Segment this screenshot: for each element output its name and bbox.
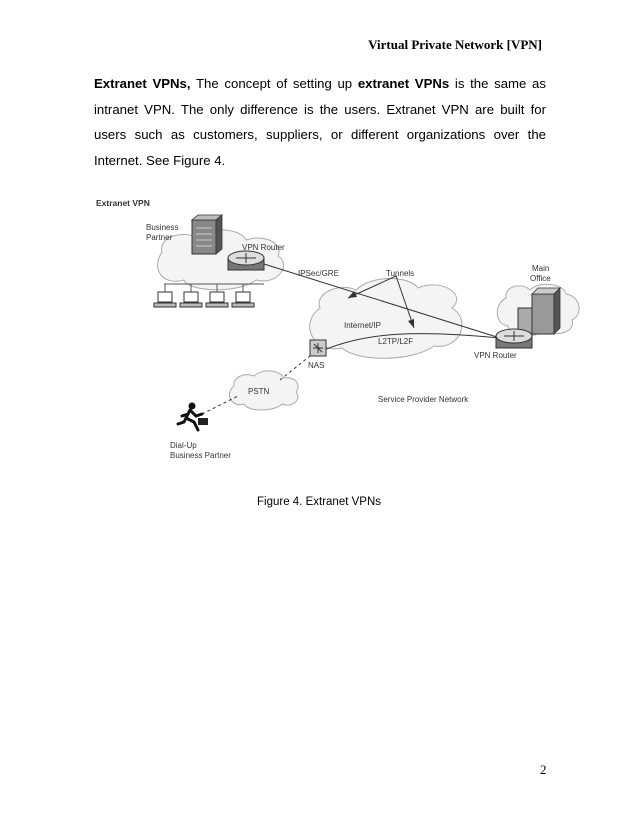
l2tp-l2f-link bbox=[323, 333, 501, 351]
building-icon bbox=[517, 287, 561, 335]
label-tunnels: Tunnels bbox=[386, 269, 414, 278]
label-main-office-2: Office bbox=[530, 274, 551, 283]
workstation-icon-4 bbox=[231, 291, 255, 308]
running-person-icon bbox=[176, 402, 208, 432]
label-service-provider-network: Service Provider Network bbox=[378, 395, 469, 404]
dialup-to-pstn-link bbox=[201, 395, 239, 415]
workstation-icon-3 bbox=[205, 291, 229, 308]
extranet-vpn-diagram: Extranet VPN Business Partner VPN Router… bbox=[96, 198, 580, 460]
tunnel-arrowhead-1 bbox=[348, 291, 357, 298]
workstation-icon-1 bbox=[153, 291, 177, 308]
label-internet-ip: Internet/IP bbox=[344, 321, 381, 330]
workstation-icon-2 bbox=[179, 291, 203, 308]
router-icon-left bbox=[227, 250, 265, 271]
label-business-partner-1: Business bbox=[146, 223, 178, 232]
running-header: Virtual Private Network [VPN] bbox=[368, 37, 542, 52]
label-pstn: PSTN bbox=[248, 387, 270, 396]
figure-caption: Figure 4. Extranet VPNs bbox=[257, 496, 381, 508]
label-main-office-1: Main bbox=[532, 264, 549, 273]
label-ipsec-gre: IPSec/GRE bbox=[298, 269, 339, 278]
label-dialup-1: Dial-Up bbox=[170, 441, 197, 450]
label-nas: NAS bbox=[308, 361, 324, 370]
page-number: 2 bbox=[540, 762, 547, 777]
tunnel-arrow-2 bbox=[395, 275, 415, 329]
nas-icon bbox=[309, 339, 327, 357]
tunnel-arrow-1 bbox=[347, 275, 397, 299]
tunnel-arrowhead-2 bbox=[408, 319, 414, 328]
paragraph-text-1: The concept of setting up bbox=[190, 76, 358, 91]
router-icon-right bbox=[495, 328, 533, 349]
label-vpn-router-right: VPN Router bbox=[474, 351, 517, 360]
pstn-cloud bbox=[229, 370, 299, 411]
ipsec-gre-link bbox=[263, 263, 501, 339]
label-dialup-2: Business Partner bbox=[170, 451, 231, 460]
server-icon bbox=[190, 214, 224, 255]
body-paragraph: Extranet VPNs, The concept of setting up… bbox=[94, 71, 546, 173]
label-business-partner-2: Partner bbox=[146, 233, 173, 242]
internet-cloud bbox=[309, 278, 463, 359]
figure-title: Extranet VPN bbox=[96, 198, 150, 208]
label-vpn-router-left: VPN Router bbox=[242, 243, 285, 252]
pstn-to-nas-link bbox=[279, 355, 311, 381]
term-extranet-vpns-inline: extranet VPNs bbox=[357, 76, 450, 91]
term-extranet-vpns: Extranet VPNs, bbox=[94, 76, 191, 91]
paragraph-text-2: is the same as intranet VPN. The only di… bbox=[94, 76, 546, 168]
label-l2tp-l2f: L2TP/L2F bbox=[378, 337, 413, 346]
